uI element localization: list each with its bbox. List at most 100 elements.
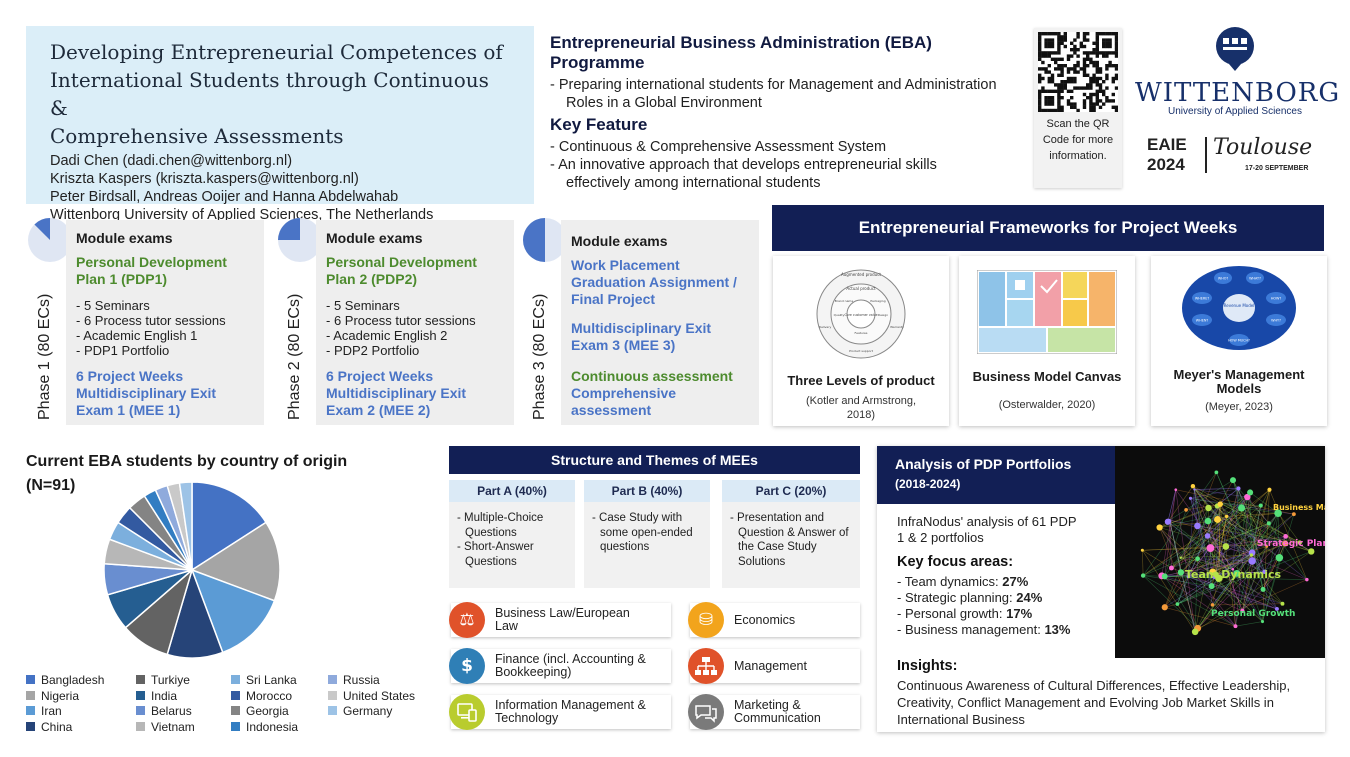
qr-module <box>1105 86 1109 90</box>
qr-module <box>1057 99 1061 103</box>
qr-module <box>1038 44 1042 49</box>
qr-module <box>1044 96 1048 100</box>
qr-card: Scan the QR Code for more information. <box>1034 28 1122 188</box>
network-edge <box>1190 497 1242 509</box>
network-edge <box>1169 520 1196 632</box>
qr-module <box>1073 80 1077 84</box>
network-edge <box>1169 519 1286 544</box>
legend-item: Bangladesh <box>26 673 104 687</box>
qr-module <box>1057 73 1061 77</box>
qr-module <box>1050 108 1055 112</box>
chat-icon <box>688 694 724 730</box>
module-item: 5 Seminars <box>326 298 504 313</box>
legend-swatch <box>231 706 240 715</box>
network-edge <box>1159 527 1181 558</box>
network-edge <box>1180 557 1233 570</box>
network-node <box>1188 496 1193 500</box>
network-edge <box>1188 576 1278 610</box>
qr-module <box>1111 76 1115 81</box>
legend-swatch <box>26 690 35 700</box>
qr-module <box>1111 105 1115 109</box>
qr-module <box>1114 108 1118 112</box>
qr-module <box>1114 105 1118 109</box>
network-node <box>1174 488 1178 492</box>
qr-module <box>1038 102 1042 106</box>
framework-name: Meyer's Management Models <box>1173 367 1305 396</box>
legend-label: Sri Lanka <box>246 673 297 687</box>
qr-module <box>1060 89 1064 93</box>
framework-citation: (Meyer, 2023) <box>1205 401 1273 413</box>
diagram-label: Actual product <box>846 286 876 291</box>
qr-module <box>1079 67 1083 71</box>
qr-module <box>1095 70 1099 74</box>
framework-citation: (Osterwalder, 2020) <box>998 399 1096 411</box>
network-node <box>1222 543 1230 550</box>
qr-module <box>1114 86 1118 90</box>
phase-progress-icon <box>278 218 322 262</box>
qr-module <box>1047 32 1051 36</box>
network-edge <box>1192 485 1227 517</box>
qr-module <box>1057 48 1061 52</box>
module-item: Academic English 2 <box>326 328 504 343</box>
qr-module <box>1082 35 1087 39</box>
qr-module <box>1057 105 1061 109</box>
qr-module <box>1108 60 1112 65</box>
feature-bullet: Continuous & Comprehensive Assessment Sy… <box>550 138 1020 156</box>
qr-module <box>1092 80 1096 84</box>
network-node <box>1308 548 1315 555</box>
qr-module <box>1054 67 1058 71</box>
focus-label: Business management: <box>904 622 1041 637</box>
qr-module <box>1086 64 1090 68</box>
network-edge <box>1177 551 1312 605</box>
qr-module <box>1105 54 1109 58</box>
pdp-title: Personal Development Plan 1 (PDP1) <box>76 254 227 287</box>
network-edge <box>1180 503 1221 558</box>
qr-module <box>1098 51 1103 55</box>
part-item: Multiple-Choice Questions <box>457 511 569 540</box>
event-divider <box>1205 137 1207 173</box>
network-node <box>1206 544 1215 553</box>
network-edge <box>1194 489 1212 587</box>
qr-module <box>1063 44 1067 49</box>
qr-module <box>1060 83 1064 87</box>
network-edge <box>1207 535 1238 574</box>
event-badge: EAIE 2024 Toulouse 17-20 SEPTEMBER <box>1147 135 1327 185</box>
key-feature-heading: Key Feature <box>550 115 648 134</box>
qr-module <box>1102 32 1106 36</box>
network-edge <box>1194 558 1198 632</box>
network-edge <box>1159 527 1226 547</box>
network-edge <box>1235 505 1262 627</box>
qr-module <box>1063 35 1067 39</box>
qr-module <box>1114 41 1118 45</box>
programme-bullets: Preparing international students for Man… <box>550 76 1020 112</box>
qr-module <box>1092 73 1096 77</box>
qr-module <box>1082 44 1087 49</box>
qr-module <box>1038 67 1042 71</box>
legend-swatch <box>26 706 35 715</box>
phase-label: Phase 1 (80 ECs) <box>36 293 53 420</box>
focus-label: Team dynamics: <box>904 574 999 589</box>
network-edge <box>1161 489 1177 576</box>
qr-module <box>1102 54 1106 58</box>
qr-module <box>1070 48 1074 52</box>
network-edge <box>1235 621 1263 627</box>
qr-module <box>1095 92 1099 97</box>
qr-module <box>1114 73 1118 77</box>
network-edge <box>1197 525 1212 587</box>
qr-code-icon[interactable] <box>1038 32 1118 112</box>
gavel-icon: ⚖ <box>449 602 485 638</box>
qr-module <box>1082 38 1087 42</box>
network-node <box>1229 477 1237 484</box>
qr-module <box>1041 89 1045 93</box>
qr-module <box>1044 70 1048 74</box>
qr-module <box>1047 64 1051 68</box>
network-node <box>1179 556 1182 559</box>
theme-label: Marketing & Communication <box>734 698 821 725</box>
feature-bullet: An innovative approach that develops ent… <box>550 156 990 192</box>
qr-module <box>1095 67 1099 71</box>
qr-module <box>1044 54 1048 58</box>
network-edge <box>1209 546 1263 622</box>
network-edge <box>1268 523 1308 580</box>
network-edge <box>1188 576 1212 587</box>
legend-label: Turkiye <box>151 673 190 687</box>
